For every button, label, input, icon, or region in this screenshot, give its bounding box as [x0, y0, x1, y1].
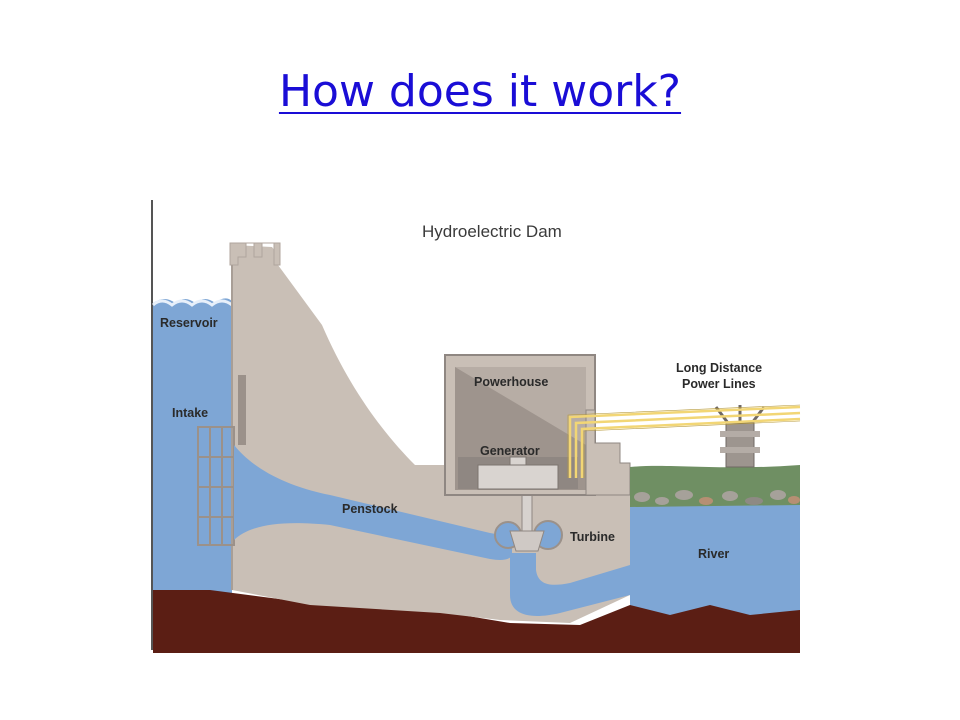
label-powerhouse: Powerhouse: [474, 375, 548, 389]
transformer-tower: [714, 405, 766, 468]
power-lines-outline: [567, 404, 801, 478]
turbine-runner: [509, 530, 545, 552]
penstock-channel: [234, 445, 512, 560]
label-intake: Intake: [172, 406, 208, 420]
label-power-lines-line2: Power Lines: [682, 377, 756, 391]
reservoir-waves: [152, 299, 233, 307]
label-power-lines-line1: Long Distance: [676, 361, 762, 375]
ground: [153, 590, 800, 653]
power-lines: [568, 405, 801, 478]
label-turbine: Turbine: [570, 530, 615, 544]
generator-cap: [509, 456, 527, 466]
label-river: River: [698, 547, 729, 561]
diagram-title: Hydroelectric Dam: [422, 222, 562, 241]
slide-title-link[interactable]: How does it work?: [278, 66, 682, 117]
powerhouse-light-shading: [455, 367, 586, 445]
river-bank-stones: [634, 490, 800, 505]
label-generator: Generator: [480, 444, 540, 458]
dam-crest: [229, 242, 281, 266]
draft-tube: [510, 553, 630, 616]
hydroelectric-dam-diagram: Hydroelectric Dam Reservoir Intake Power…: [150, 195, 802, 653]
river-bank: [630, 465, 800, 507]
reservoir-water: [153, 298, 232, 650]
label-penstock: Penstock: [342, 502, 398, 516]
intake-gate-slot: [238, 375, 246, 445]
label-reservoir: Reservoir: [160, 316, 218, 330]
generator: [477, 464, 559, 490]
